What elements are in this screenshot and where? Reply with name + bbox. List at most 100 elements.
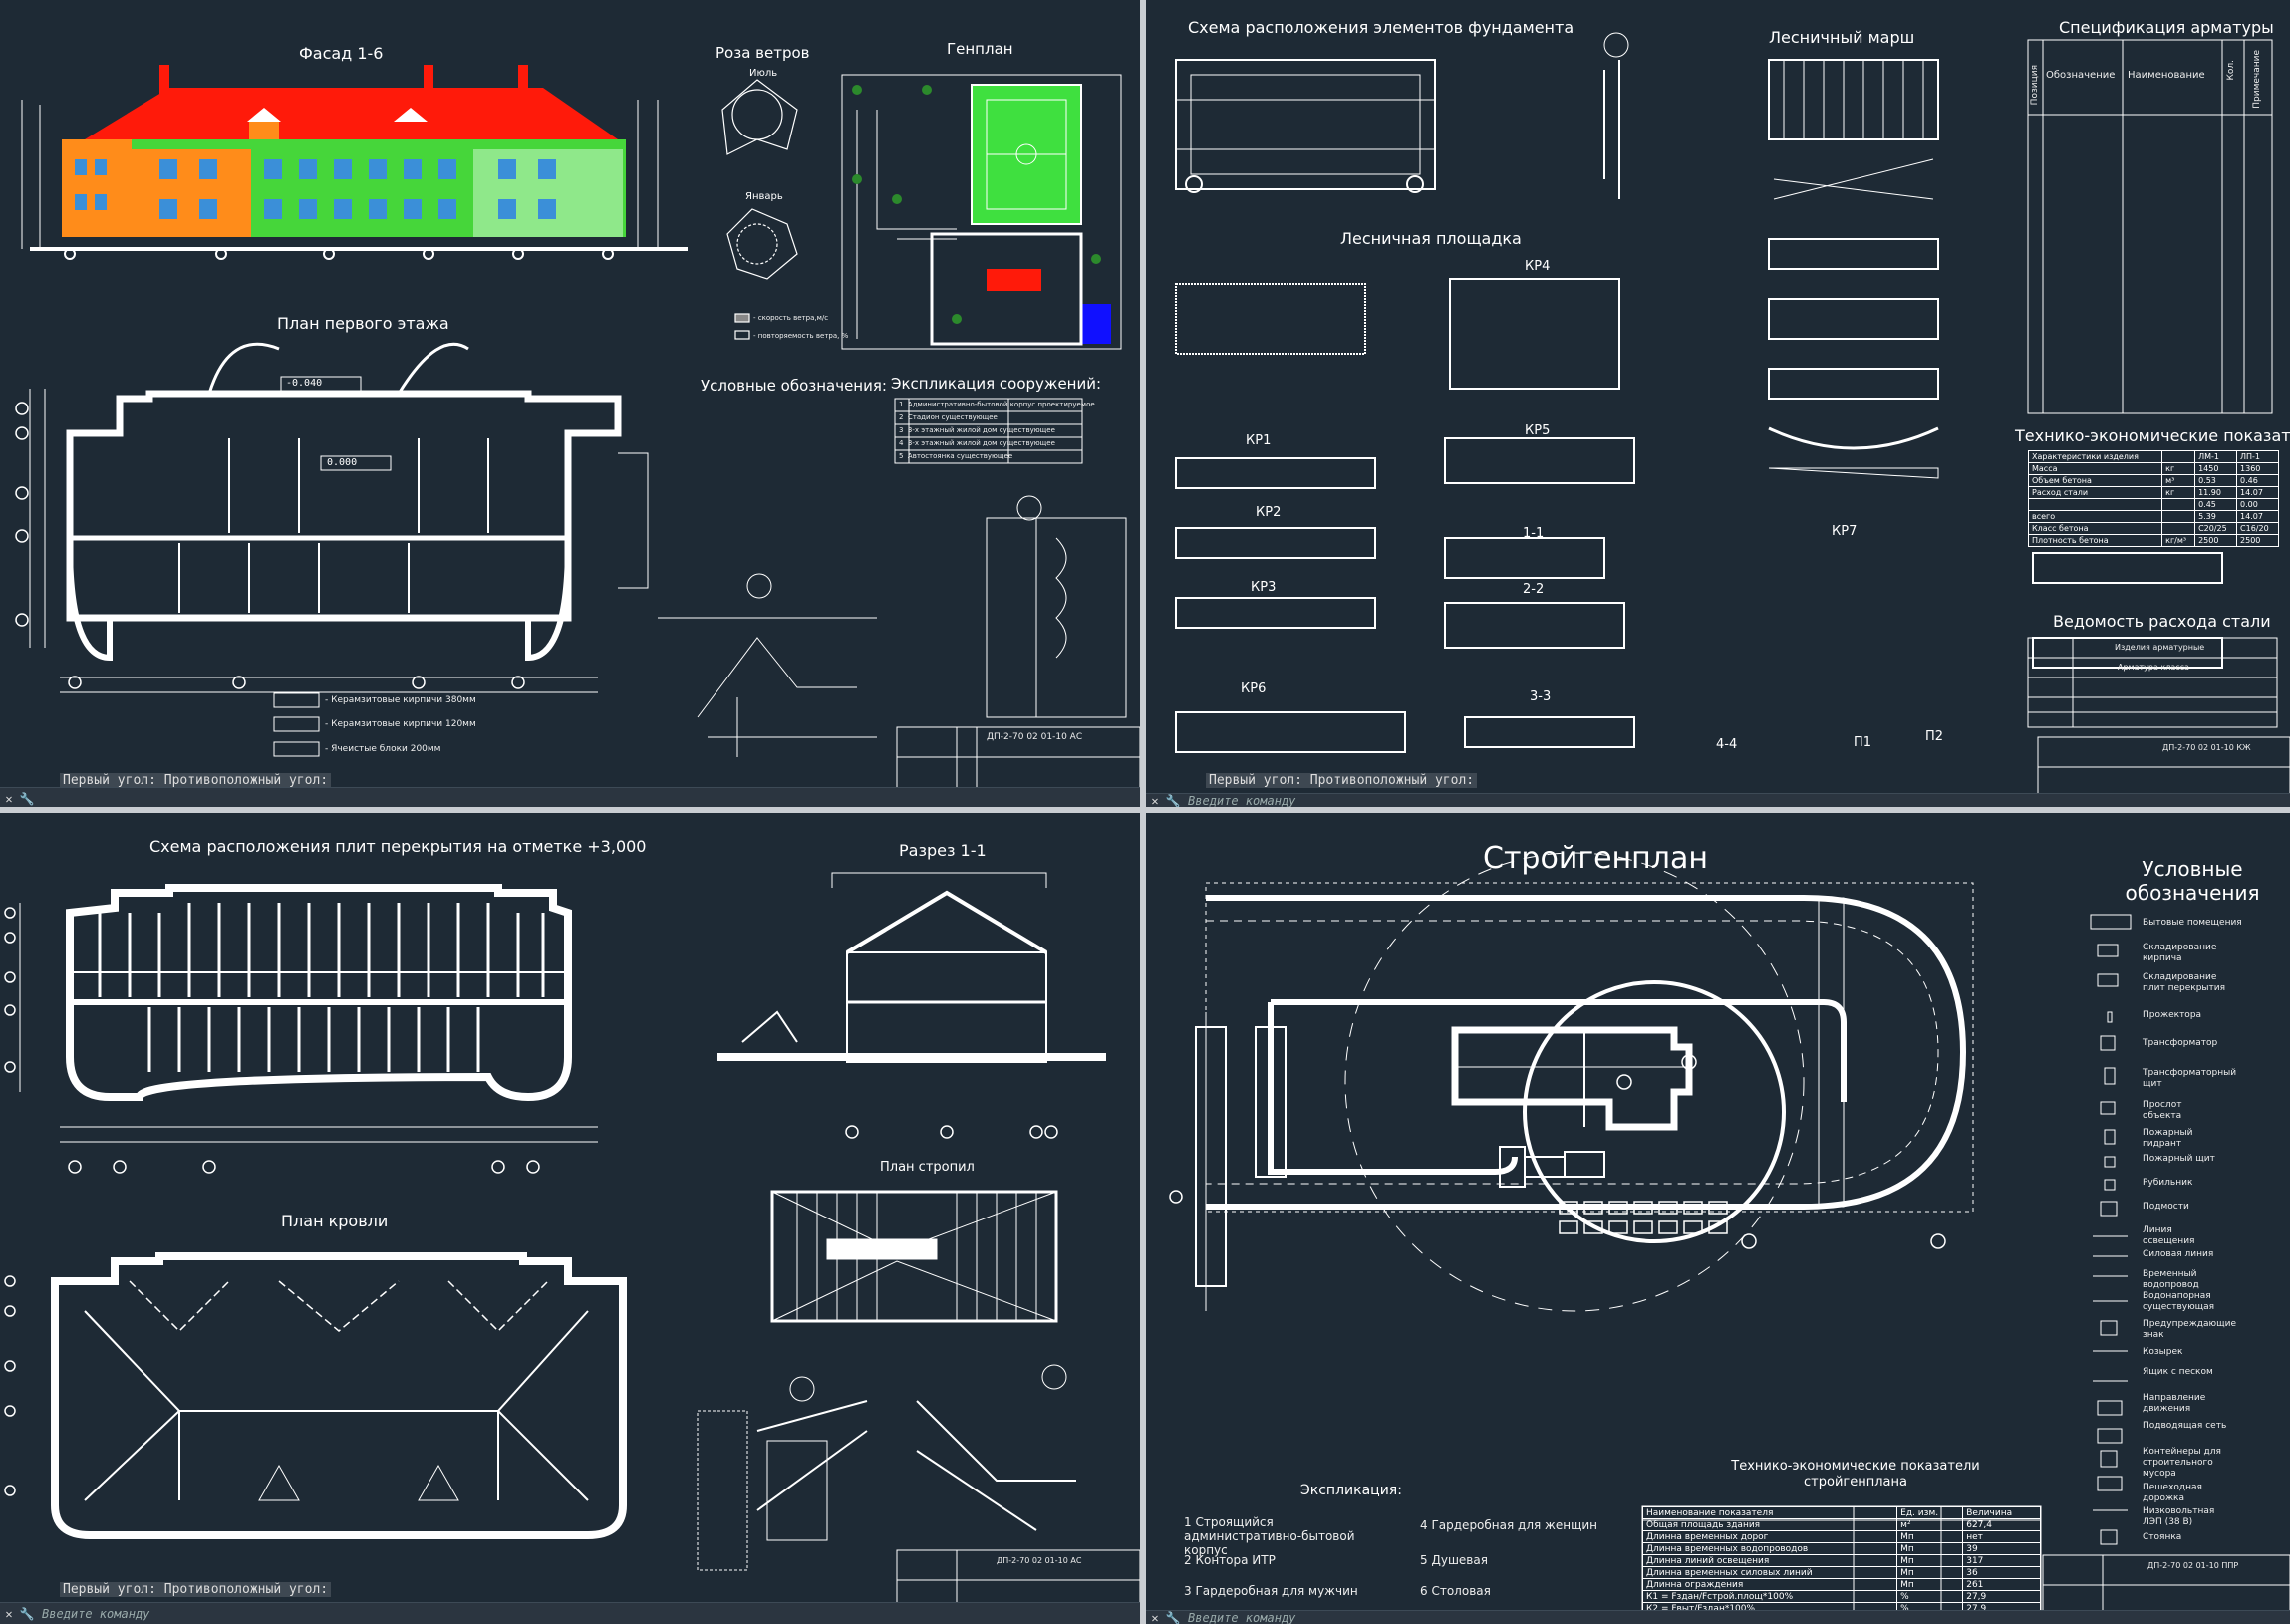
hatch-legend-1: - Керамзитовые кирпичи 380мм	[325, 695, 476, 705]
wind-legend-1: - скорость ветра,м/с	[753, 314, 829, 322]
close-icon[interactable]: ✕	[5, 792, 13, 806]
command-input[interactable]: Введите команду	[42, 1607, 150, 1621]
title-landing: Лесничная площадка	[1340, 229, 1522, 248]
wrench-icon[interactable]: 🔧	[19, 792, 35, 806]
legend-item-2: Складирование плит перекрытия	[2143, 972, 2226, 993]
title-roof-plan: План кровли	[281, 1212, 389, 1230]
genplan-drawing	[841, 74, 1122, 350]
label-kr2: КР2	[1256, 505, 1282, 520]
expl-row-3: 3 3-х этажный жилой дом существующее	[899, 426, 1055, 434]
label-kr4: КР4	[1525, 259, 1551, 274]
title-spec: Спецификация арматуры	[2059, 18, 2274, 37]
expl-row-1: 1 Административно-бытовой корпус проекти…	[899, 401, 1095, 408]
expl-row-2: 2 Стадион существующее	[899, 413, 998, 421]
facade-drawing	[21, 65, 688, 260]
viewport-bottom-right[interactable]: Стройгенплан Условные обозначения Бытовы…	[1146, 813, 2290, 1624]
legend-item-1: Складирование кирпича	[2143, 943, 2217, 963]
legend-item-6: Прослот объекта	[2143, 1100, 2182, 1121]
legend-item-7: Пожарный гидрант	[2143, 1128, 2193, 1149]
site-expl-item-1: 1 Строящийся административно-бытовой кор…	[1184, 1515, 1355, 1557]
landing-drawing	[1175, 278, 2223, 753]
wrench-icon[interactable]: 🔧	[19, 1607, 35, 1621]
steel-table-grid	[2027, 637, 2278, 728]
legend-item-22: Низковольтная ЛЭП (38 В)	[2143, 1506, 2215, 1527]
legend-item-18: Направление движения	[2143, 1393, 2206, 1414]
command-line-v4[interactable]: ✕ 🔧 Введите команду	[1146, 1610, 2290, 1624]
drawing-reinforcement	[1175, 32, 2290, 807]
floor-plan-drawing	[15, 342, 649, 693]
label-kr1: КР1	[1246, 433, 1272, 448]
title-section: Разрез 1-1	[899, 841, 987, 860]
legend-item-9: Рубильник	[2143, 1178, 2193, 1188]
command-line-v1[interactable]: ✕ 🔧	[0, 787, 1140, 807]
command-input[interactable]: Введите команду	[1188, 794, 1296, 807]
wrench-icon[interactable]: 🔧	[1165, 1611, 1181, 1624]
section-drawing	[717, 872, 1106, 1139]
level-minus: -0.040	[286, 378, 323, 389]
close-icon[interactable]: ✕	[1151, 794, 1159, 807]
steel-subheader: Арматура класса	[2118, 663, 2189, 672]
legend-item-5: Трансформаторный щит	[2143, 1068, 2237, 1089]
title-facade: Фасад 1-6	[299, 44, 384, 63]
viewport-bottom-left[interactable]: Схема расположения плит перекрытия на от…	[0, 813, 1140, 1624]
rafter-plan-drawing	[770, 1190, 1058, 1323]
legend-item-16: Козырек	[2143, 1347, 2183, 1357]
command-history-v2: Первый угол: Противоположный угол:	[1206, 773, 1478, 788]
site-legend-symbols	[2090, 914, 2132, 1545]
legend-item-20: Контейнеры для строительного мусора	[2143, 1447, 2221, 1479]
stamp-v1: ДП-2-70 02 01-10 АС	[987, 732, 1083, 742]
wrench-icon[interactable]: 🔧	[1165, 794, 1181, 807]
close-icon[interactable]: ✕	[1151, 1611, 1159, 1624]
spec-col-qty: Кол.	[2226, 60, 2236, 81]
legend-item-15: Предупреждающие знак	[2143, 1319, 2236, 1340]
level-zero: 0.000	[327, 457, 358, 468]
site-expl-item-3: 3 Гардеробная для мужчин	[1184, 1584, 1358, 1598]
site-plan-drawing	[1169, 852, 1974, 1312]
foundation-drawing	[1175, 59, 1620, 199]
drawing-site-plan	[1169, 852, 2290, 1624]
command-line-v3[interactable]: ✕ 🔧 Введите команду	[0, 1602, 1140, 1624]
label-wind-january: Январь	[745, 191, 783, 202]
title-site-explication: Экспликация:	[1300, 1483, 1402, 1498]
hatch-legend-3: - Ячеистые блоки 200мм	[325, 744, 441, 754]
stamp-v2: ДП-2-70 02 01-10 КЖ	[2162, 743, 2251, 752]
drawing-slabs-roof	[4, 872, 1140, 1624]
label-kr3: КР3	[1251, 580, 1277, 595]
legend-item-11: Линия освещения	[2143, 1225, 2195, 1246]
command-input[interactable]: Введите команду	[1188, 1611, 1296, 1624]
roof-plan-drawing	[4, 1252, 627, 1539]
spec-col-position: Позиция	[2030, 65, 2040, 106]
title-site-tep: Технико-экономические показатели стройге…	[1731, 1459, 1980, 1489]
title-explication: Экспликация сооружений:	[891, 375, 1102, 393]
legend-item-14: Водонапорная существующая	[2143, 1291, 2215, 1312]
title-steel: Ведомость расхода стали	[2053, 612, 2271, 631]
command-history-v1: Первый угол: Противоположный угол:	[60, 773, 332, 788]
detail-drawings	[658, 495, 1140, 807]
command-line-v2[interactable]: ✕ 🔧 Введите команду	[1146, 793, 2290, 807]
title-slab-layout: Схема расположения плит перекрытия на от…	[149, 837, 647, 856]
title-site-legend: Условные обозначения	[2125, 857, 2260, 905]
viewport-top-right[interactable]: Схема расположения элементов фундамента …	[1146, 0, 2290, 807]
legend-item-3: Прожектора	[2143, 1010, 2202, 1020]
command-history-v3: Первый угол: Противоположный угол:	[60, 1582, 332, 1597]
site-expl-item-6: 6 Столовая	[1420, 1584, 1491, 1598]
close-icon[interactable]: ✕	[5, 1607, 13, 1621]
spec-col-designation: Обозначение	[2046, 70, 2116, 81]
legend-item-4: Трансформатор	[2143, 1038, 2218, 1048]
steel-header: Изделия арматурные	[2115, 643, 2205, 652]
legend-item-17: Ящик с песком	[2143, 1367, 2213, 1377]
viewport-top-left[interactable]: Фасад 1-6 Роза ветров Июль Январь Генпла…	[0, 0, 1140, 807]
viewport-divider-horizontal[interactable]	[0, 807, 2290, 813]
node-details-drawing	[697, 1364, 1076, 1571]
legend-item-10: Подмости	[2143, 1202, 2189, 1212]
